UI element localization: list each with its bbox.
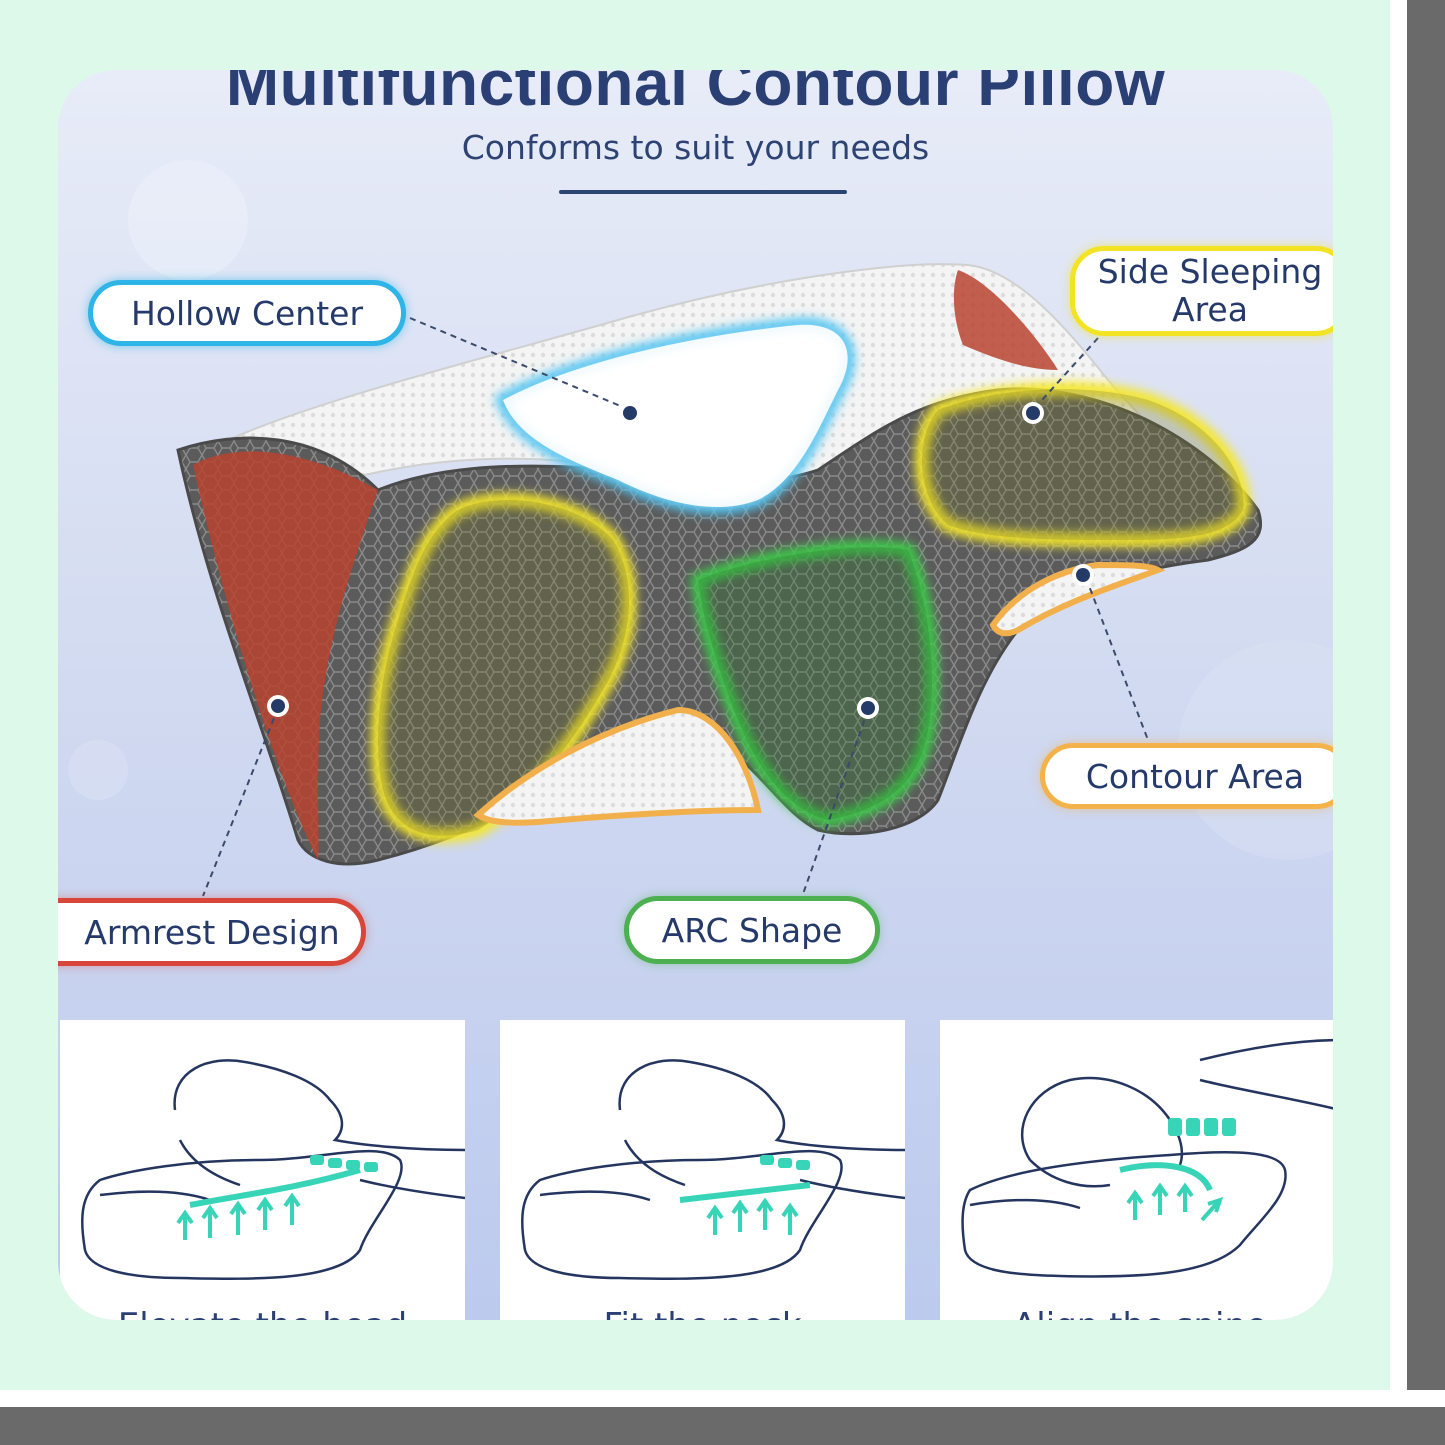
contour-zone-right — [989, 561, 1166, 637]
callout-contour-area: Contour Area — [1040, 743, 1333, 809]
contour-zone-left — [473, 706, 762, 826]
spine-segments — [310, 1155, 378, 1172]
frame-edge-right-light — [1390, 0, 1407, 1445]
panel-caption: Align the spine — [940, 1306, 1333, 1320]
armrest-zone-left — [193, 451, 378, 860]
side-sleeping-zone-left — [371, 493, 636, 843]
page-subtitle: Conforms to suit your needs — [461, 128, 930, 167]
panel-fit-neck: Fit the neck — [500, 1020, 905, 1320]
spine-segments — [1168, 1118, 1236, 1136]
armrest-zone-right — [953, 270, 1058, 370]
pillow-illustration — [68, 160, 1333, 897]
arc-shape-zone — [690, 540, 939, 828]
callout-side-sleeping-area: Side Sleeping Area — [1070, 246, 1333, 336]
panel-caption: Fit the neck — [500, 1306, 905, 1320]
support-curve — [679, 1182, 811, 1203]
sleeper-back-illustration — [80, 1059, 465, 1280]
panel-elevate-head: Elevate the head — [60, 1020, 465, 1320]
support-arrows — [176, 1192, 301, 1240]
spine-segments — [760, 1155, 810, 1170]
frame-edge-bottom-light — [0, 1390, 1445, 1407]
support-arrows — [706, 1197, 799, 1235]
frame-edge-right — [1407, 0, 1445, 1445]
page-title: Multifunctional Contour Pillow — [225, 70, 1166, 119]
side-sleeping-zone-right — [915, 382, 1251, 547]
callout-hollow-center: Hollow Center — [88, 280, 406, 346]
leader-lines — [202, 317, 1149, 897]
callout-arc-shape: ARC Shape — [624, 896, 880, 964]
support-curve — [189, 1167, 361, 1208]
leader-dots — [267, 402, 1094, 719]
panel-caption: Elevate the head — [60, 1306, 465, 1320]
panel-align-spine: Align the spine — [940, 1020, 1333, 1320]
sleeper-side-illustration — [961, 1038, 1333, 1278]
frame-edge-bottom — [0, 1407, 1445, 1445]
support-curve — [1119, 1162, 1213, 1192]
support-arrows — [1126, 1182, 1224, 1222]
sleeper-neck-illustration — [520, 1059, 905, 1280]
product-card: Multifunctional Contour Pillow Conforms … — [58, 70, 1333, 1320]
title-underline — [559, 190, 847, 194]
callout-armrest-design: Armrest Design — [58, 898, 366, 966]
